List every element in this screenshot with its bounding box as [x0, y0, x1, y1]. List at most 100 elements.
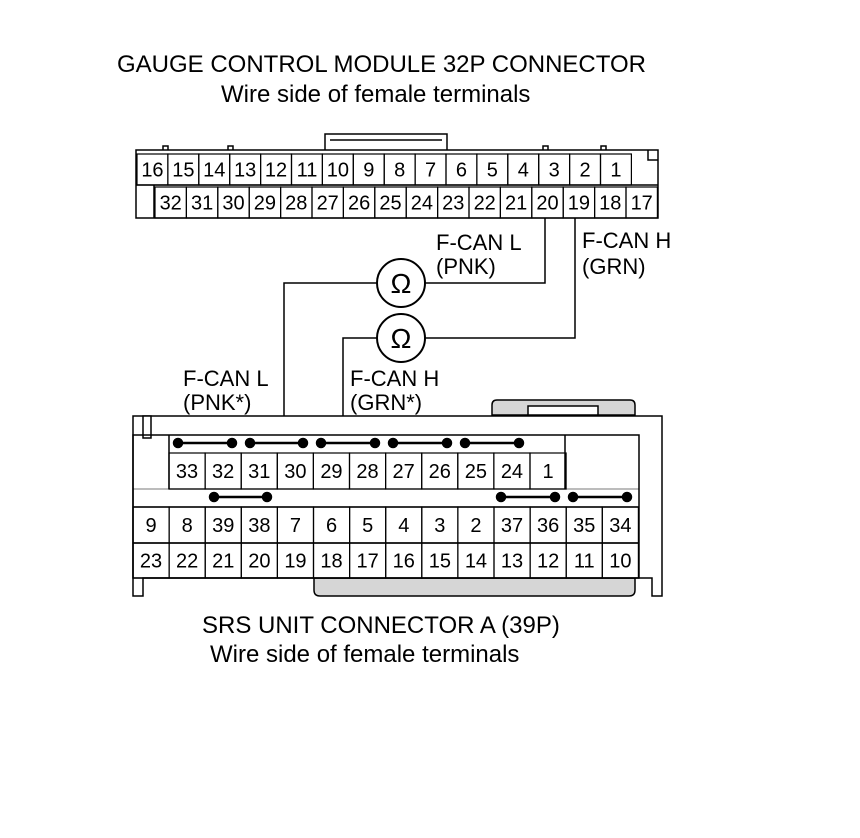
- pin-label: 21: [505, 193, 527, 215]
- pin-cell: [601, 542, 639, 579]
- pin-label: 25: [379, 193, 401, 215]
- pin-label: 18: [599, 193, 621, 215]
- pin-label: 19: [568, 193, 590, 215]
- srs-row-1: 33 32 31 30 29 28 27 26 25 24 1: [168, 452, 567, 490]
- pin-label: 10: [609, 551, 631, 573]
- pin-label: 4: [398, 515, 409, 537]
- pin-label: 1: [610, 160, 621, 182]
- pin-label: 31: [191, 193, 213, 215]
- pin-label: 15: [429, 551, 451, 573]
- pin-label: 32: [160, 193, 182, 215]
- pin-label: 12: [265, 160, 287, 182]
- pin-label: 22: [474, 193, 496, 215]
- ohm-icon: Ω: [391, 268, 412, 299]
- pin-label: 23: [140, 551, 162, 573]
- gauge-connector-title: GAUGE CONTROL MODULE 32P CONNECTOR: [117, 51, 646, 78]
- pin-label: 9: [363, 160, 374, 182]
- pin-label: 14: [203, 160, 225, 182]
- srs-fcan-l-label: F-CAN L: [183, 366, 269, 391]
- pin-label: 37: [501, 515, 523, 537]
- pin-label: 23: [442, 193, 464, 215]
- pin-label: 26: [429, 461, 451, 483]
- pin-label: 17: [357, 551, 379, 573]
- shorting-bar: [172, 437, 238, 449]
- pin-label: 16: [393, 551, 415, 573]
- shorting-bar: [387, 437, 453, 449]
- pin-label: 21: [212, 551, 234, 573]
- wire-can-l-gauge: [425, 218, 546, 284]
- pin-label: 16: [141, 160, 163, 182]
- srs-connector-title: SRS UNIT CONNECTOR A (39P): [202, 612, 560, 639]
- ohmmeter-can-h: Ω: [376, 313, 426, 363]
- pin-label: 5: [362, 515, 373, 537]
- pin-label: 19: [284, 551, 306, 573]
- pin-label: 24: [501, 461, 523, 483]
- pin-label: 8: [394, 160, 405, 182]
- pin-cell: [529, 452, 567, 490]
- wire-can-h-gauge: [425, 218, 576, 339]
- pin-label: 25: [465, 461, 487, 483]
- srs-fcan-h-color: (GRN*): [350, 390, 422, 415]
- gauge-bottom-row: 32 31 30 29 28 27 26 25 24 23 22 21 20 19 18 17: [154, 186, 658, 219]
- shorting-bar: [495, 491, 561, 503]
- pin-label: 13: [234, 160, 256, 182]
- pin-label: 6: [326, 515, 337, 537]
- pin-cell: [625, 186, 658, 219]
- pin-label: 38: [248, 515, 270, 537]
- pin-label: 36: [537, 515, 559, 537]
- pin-label: 35: [573, 515, 595, 537]
- pin-label: 26: [348, 193, 370, 215]
- pin-label: 27: [317, 193, 339, 215]
- pin-label: 17: [631, 193, 653, 215]
- pin-label: 7: [425, 160, 436, 182]
- pin-label: 24: [411, 193, 433, 215]
- pin-label: 5: [487, 160, 498, 182]
- ohmmeter-can-l: Ω: [376, 258, 426, 308]
- pin-label: 2: [579, 160, 590, 182]
- pin-label: 4: [518, 160, 529, 182]
- pin-label: 20: [536, 193, 558, 215]
- pin-label: 1: [542, 461, 553, 483]
- pin-label: 33: [176, 461, 198, 483]
- pin-label: 30: [222, 193, 244, 215]
- pin-label: 30: [284, 461, 306, 483]
- pin-label: 11: [574, 551, 595, 573]
- pin-label: 7: [290, 515, 301, 537]
- pin-label: 13: [501, 551, 523, 573]
- pin-label: 11: [297, 160, 318, 182]
- pin-label: 18: [320, 551, 342, 573]
- pin-label: 3: [549, 160, 560, 182]
- pin-label: 31: [248, 461, 270, 483]
- pin-label: 28: [356, 461, 378, 483]
- pin-label: 10: [327, 160, 349, 182]
- pin-cell: [599, 153, 632, 186]
- gauge-fcan-h-label: F-CAN H: [582, 228, 671, 253]
- gauge-connector-subtitle: Wire side of female terminals: [221, 81, 530, 108]
- pin-label: 32: [212, 461, 234, 483]
- shorting-bar: [315, 437, 381, 449]
- shorting-bar: [244, 437, 309, 449]
- pin-label: 27: [393, 461, 415, 483]
- shorting-bar: [567, 491, 633, 503]
- pin-label: 9: [145, 515, 156, 537]
- pin-label: 29: [254, 193, 276, 215]
- srs-fcan-l-color: (PNK*): [183, 390, 251, 415]
- pin-label: 12: [537, 551, 559, 573]
- ohm-icon: Ω: [391, 323, 412, 354]
- srs-fcan-h-label: F-CAN H: [350, 366, 439, 391]
- gauge-fcan-l-label: F-CAN L: [436, 230, 522, 255]
- pin-label: 3: [434, 515, 445, 537]
- shorting-bar: [459, 437, 525, 449]
- pin-label: 29: [320, 461, 342, 483]
- shorting-bars: [172, 437, 633, 503]
- pin-label: 28: [285, 193, 307, 215]
- gauge-fcan-l-color: (PNK): [436, 254, 496, 279]
- pin-label: 14: [465, 551, 487, 573]
- pin-label: 22: [176, 551, 198, 573]
- pin-label: 2: [470, 515, 481, 537]
- pin-label: 8: [182, 515, 193, 537]
- srs-connector-subtitle: Wire side of female terminals: [210, 641, 519, 668]
